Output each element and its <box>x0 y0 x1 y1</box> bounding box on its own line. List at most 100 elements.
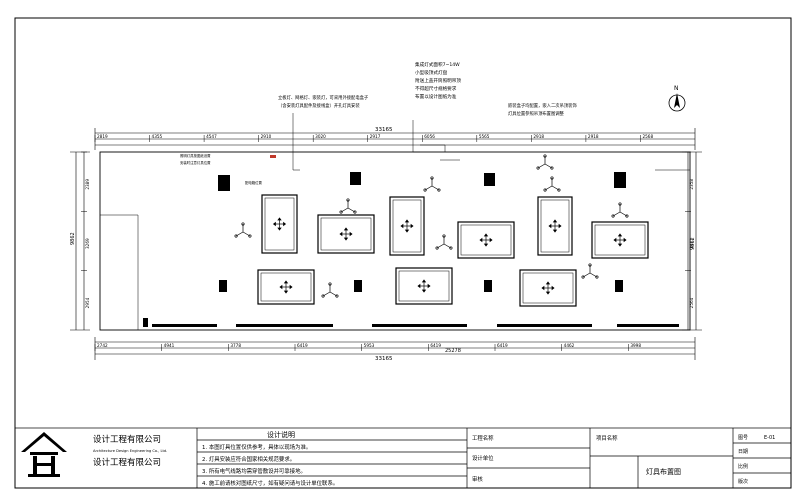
project-label: 项目名称 <box>596 434 618 442</box>
dimension-label: 2910 <box>261 134 272 139</box>
panel-outer <box>389 196 425 256</box>
dimension-label: 3269 <box>85 238 90 249</box>
column-block <box>219 280 227 292</box>
right-note-line: 灯具位置参照吊顶布置图调整 <box>508 110 565 117</box>
panel-inner <box>392 199 422 253</box>
company-name-bottom: 设计工程有限公司 <box>93 457 161 468</box>
top-dimension-lines <box>94 128 696 150</box>
bottom-secondary-dim: 25278 <box>445 348 461 354</box>
dimension-label: 3778 <box>230 343 241 348</box>
panel-outer <box>519 269 577 307</box>
fan-blade-tip <box>625 214 629 218</box>
left-overall-dim: 9862 <box>70 232 76 245</box>
cross-arrow-icon <box>541 281 555 295</box>
fan-blade-tip <box>346 198 350 202</box>
panel-inner <box>398 270 450 302</box>
center-note-line: 集成灯式面积7~14W <box>415 61 460 68</box>
cross-arrow-icon <box>272 217 287 231</box>
panel-outer <box>537 196 573 256</box>
center-note-line: 不得超尺寸规格要求 <box>415 85 457 92</box>
fan-blade-tip <box>449 246 453 250</box>
dimension-label: 4941 <box>164 343 175 348</box>
dimension-label: 2389 <box>85 179 90 190</box>
fan-blade-tip <box>543 154 547 158</box>
dimension-label: 4547 <box>206 134 217 139</box>
cross-arrowheads <box>541 281 555 295</box>
cross-arrow-icon <box>400 219 414 233</box>
panel-outer <box>457 221 515 259</box>
right-field-label: 比例 <box>738 463 748 470</box>
column-block <box>484 173 495 186</box>
ceiling-light-panel <box>257 269 315 305</box>
panel-outer <box>395 267 453 305</box>
column-block <box>218 175 230 191</box>
right-note-line: 嵌装盒子均配置，嵌入二次吊顶装饰 <box>508 102 577 109</box>
cross-arrowheads <box>613 233 627 247</box>
cross-arrowheads <box>400 219 414 233</box>
fan-blade-tip <box>423 188 427 192</box>
bottom-overall-dim: 33165 <box>375 356 393 362</box>
ceiling-light-panel <box>537 196 573 256</box>
fan-blade-tip <box>437 188 441 192</box>
ceiling-light-panel <box>261 194 298 254</box>
fan-blade-tip <box>328 282 332 286</box>
left-note-line: 立板灯、网格灯、嵌装灯，可采用外接配电盒子 <box>278 94 369 101</box>
dimension-label: 2742 <box>97 343 108 348</box>
right-field-label: 图号 <box>738 435 748 441</box>
dimension-label: 6056 <box>424 134 435 139</box>
fan-blade-tip <box>618 202 622 206</box>
small-note-line: 安装时注意灯具位置 <box>180 160 211 165</box>
cross-arrow-icon <box>417 279 431 293</box>
column-block <box>350 172 361 185</box>
fan-symbols <box>234 154 629 298</box>
right-note: 嵌装盒子均配置，嵌入二次吊顶装饰 灯具位置参照吊顶布置图调整 <box>508 102 577 117</box>
dimension-label: 2568 <box>642 134 653 139</box>
title-note-line: 4. 施工前请核对图纸尺寸，如有疑问请与设计单位联系。 <box>202 479 338 487</box>
panel-outer <box>317 214 375 254</box>
fan-icon <box>423 176 441 192</box>
fan-blade-tip <box>550 166 554 170</box>
ceiling-light-panel <box>519 269 577 307</box>
title-note-line: 1. 本图灯具位置仅供参考，具体以现场为准。 <box>202 443 311 451</box>
title-block <box>14 427 792 489</box>
panel-inner <box>264 197 295 251</box>
dimension-label: 5953 <box>364 343 375 348</box>
left-note: 立板灯、网格灯、嵌装灯，可采用外接配电盒子 （含安装灯具配件及接线盒）开孔灯具安… <box>278 94 369 109</box>
fan-icon <box>536 154 554 170</box>
side-dimension-lines <box>70 151 702 331</box>
fan-blade-tip <box>588 263 592 267</box>
floor-plan-outline <box>99 151 691 331</box>
red-marker <box>270 155 276 158</box>
fan-blade-tip <box>611 214 615 218</box>
fan-blade-tip <box>442 234 446 238</box>
fan-blade-tip <box>321 294 325 298</box>
right-overall-dim: 9862 <box>690 237 696 250</box>
right-field-label: 日期 <box>738 449 748 455</box>
fan-icon <box>611 202 629 218</box>
fan-blade-tip <box>550 176 554 180</box>
field-label: 设计单位 <box>472 454 494 462</box>
dimension-label: 6419 <box>297 343 308 348</box>
right-field-label: 版次 <box>738 478 748 485</box>
panel-inner <box>460 224 512 256</box>
fan-icon <box>339 198 357 214</box>
cross-arrowheads <box>272 217 287 231</box>
title-note-line: 3. 所有电气线路均需穿管敷设并可靠接地。 <box>202 467 306 475</box>
dimension-label: 2819 <box>97 134 108 139</box>
fan-icon <box>581 263 599 279</box>
small-left-note: 照明灯具按图纸设置 安装时注意灯具位置 <box>180 153 211 165</box>
ceiling-light-panel <box>591 221 649 259</box>
fan-icon <box>543 176 561 192</box>
dimension-label: 3020 <box>315 134 326 139</box>
fan-blade-tip <box>241 222 245 226</box>
dimension-label: 5565 <box>479 134 490 139</box>
company-name-english: Architecture Design Engineering Co., Ltd… <box>93 449 167 453</box>
panel-outer <box>591 221 649 259</box>
center-note: 集成灯式面积7~14W 小型吸顶式灯盘 附送上盖开筒照明吊顶 不得超尺寸规格要求… <box>415 61 461 100</box>
cross-arrowheads <box>417 279 431 293</box>
cross-arrowheads <box>548 219 562 233</box>
dimension-label: 2918 <box>588 134 599 139</box>
fan-blade-tip <box>557 188 561 192</box>
